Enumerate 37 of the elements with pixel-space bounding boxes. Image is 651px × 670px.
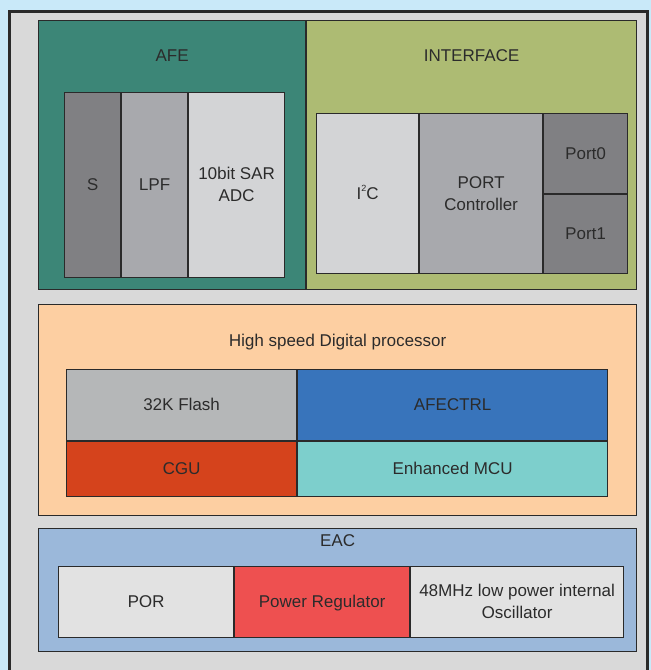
group-panel <box>38 304 637 516</box>
block-label: 10bit SAR ADC <box>197 163 276 207</box>
block-label: Port0 <box>564 142 607 164</box>
chip-outline <box>8 10 649 670</box>
block <box>64 92 121 278</box>
block <box>188 92 285 278</box>
group-panel <box>38 528 637 652</box>
block <box>121 92 188 278</box>
block <box>297 369 608 441</box>
block-label: Enhanced MCU <box>391 458 514 480</box>
block <box>410 566 624 638</box>
block <box>316 113 419 274</box>
block <box>66 441 297 497</box>
group-title: AFE <box>155 45 189 67</box>
block <box>543 194 628 274</box>
group-panel <box>306 20 637 290</box>
block <box>66 369 297 441</box>
block-label: PORT Controller <box>443 172 519 216</box>
block-label: Port1 <box>564 223 607 245</box>
block <box>297 441 608 497</box>
block <box>543 113 628 194</box>
block-label: S <box>86 174 100 196</box>
group-panel <box>38 20 306 290</box>
block-label: CGU <box>162 458 202 480</box>
group-title: EAC <box>320 530 355 552</box>
block-label: I$^{2}$C <box>355 182 380 204</box>
block-label: 32K Flash <box>142 394 221 416</box>
block-label: 48MHz low power internal Oscillator <box>418 580 616 624</box>
block <box>419 113 543 274</box>
block-label: POR <box>126 591 166 613</box>
block <box>234 566 410 638</box>
block-label: AFECTRL <box>412 394 492 416</box>
group-title: INTERFACE <box>424 45 520 67</box>
block-label: Power Regulator <box>258 591 386 613</box>
block-label: LPF <box>138 174 172 196</box>
group-title: High speed Digital processor <box>228 330 446 352</box>
block <box>58 566 234 638</box>
